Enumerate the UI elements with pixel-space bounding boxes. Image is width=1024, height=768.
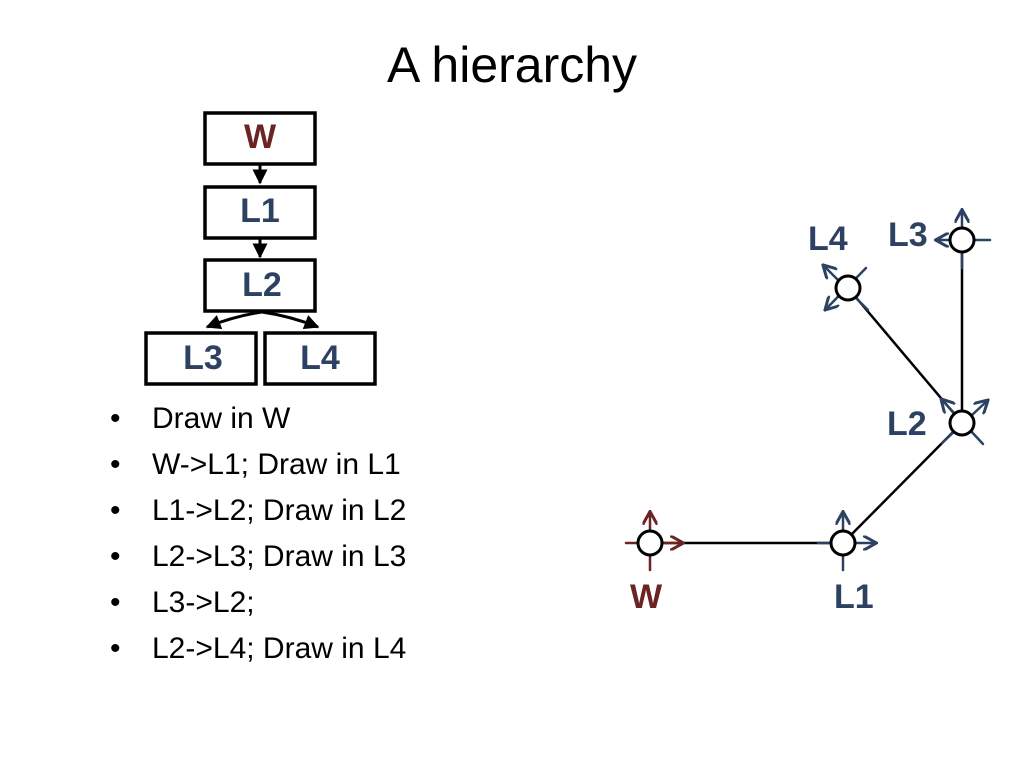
frame-l3-origin [948, 226, 976, 254]
tree-node-l1-box [203, 185, 317, 240]
tree-node-l3-box [144, 331, 258, 386]
bullet-symbol: • [110, 632, 121, 665]
frame-l3: L3 [888, 211, 992, 270]
frame-l4-origin [834, 274, 862, 302]
bullet-item: • W->L1; Draw in L1 [110, 442, 406, 488]
bullet-text: L3->L2; [152, 586, 255, 619]
frame-l1: L1 [816, 513, 875, 616]
frame-l4: L4 [808, 220, 870, 310]
frame-l2-label: L2 [887, 405, 927, 443]
tree-edge-l2-l3 [205, 310, 263, 330]
tree-edge-l2-l4 [261, 310, 320, 330]
tree-node-l4: L4 [263, 331, 377, 386]
frame-l1-label: L1 [834, 578, 874, 616]
bullet-text: L2->L4; Draw in L4 [152, 632, 407, 665]
bullet-text: W->L1; Draw in L1 [152, 448, 401, 481]
frame-l4-label: L4 [808, 220, 848, 258]
bullet-text: Draw in W [152, 402, 291, 435]
frame-l1-origin [829, 529, 857, 557]
bullet-symbol: • [110, 494, 121, 527]
tree-node-w-box [203, 111, 317, 166]
slide-title: A hierarchy [386, 37, 638, 93]
tree-node-l1-label: L1 [240, 192, 280, 230]
bullet-symbol: • [110, 540, 121, 573]
frame-links [650, 240, 964, 545]
bullet-item: • L3->L2; [110, 580, 406, 626]
frame-w-origin [636, 529, 664, 557]
bullet-text: L1->L2; Draw in L2 [152, 494, 407, 527]
bullet-symbol: • [110, 402, 121, 435]
bullet-list: • Draw in W • W->L1; Draw in L1 • L1->L2… [110, 396, 406, 672]
tree-node-l1: L1 [203, 185, 317, 240]
bullet-item: • L2->L4; Draw in L4 [110, 626, 406, 672]
bullet-symbol: • [110, 448, 121, 481]
tree-node-l2-box [203, 258, 317, 313]
tree-node-l2-label: L2 [242, 266, 282, 304]
bullet-item: • Draw in W [110, 396, 406, 442]
tree-node-w: W [203, 111, 317, 166]
frame-w: W [624, 513, 682, 616]
tree-node-w-label: W [244, 118, 277, 156]
bullet-text: L2->L3; Draw in L3 [152, 540, 407, 573]
bullet-item: • L1->L2; Draw in L2 [110, 488, 406, 534]
frame-diagram: W L1 L2 L3 L4 [624, 211, 992, 616]
bullet-symbol: • [110, 586, 121, 619]
tree-node-l4-label: L4 [300, 339, 340, 377]
tree-node-l3-label: L3 [183, 339, 223, 377]
bullet-item: • L2->L3; Draw in L3 [110, 534, 406, 580]
frame-l2-origin [948, 409, 976, 437]
tree-node-l3: L3 [144, 331, 258, 386]
hierarchy-tree: W L1 L2 L3 L4 [144, 111, 377, 386]
frame-w-label: W [630, 578, 663, 616]
frame-l3-label: L3 [888, 216, 928, 254]
tree-node-l4-box [263, 331, 377, 386]
tree-node-l2: L2 [203, 258, 317, 313]
frame-l2: L2 [887, 400, 987, 446]
